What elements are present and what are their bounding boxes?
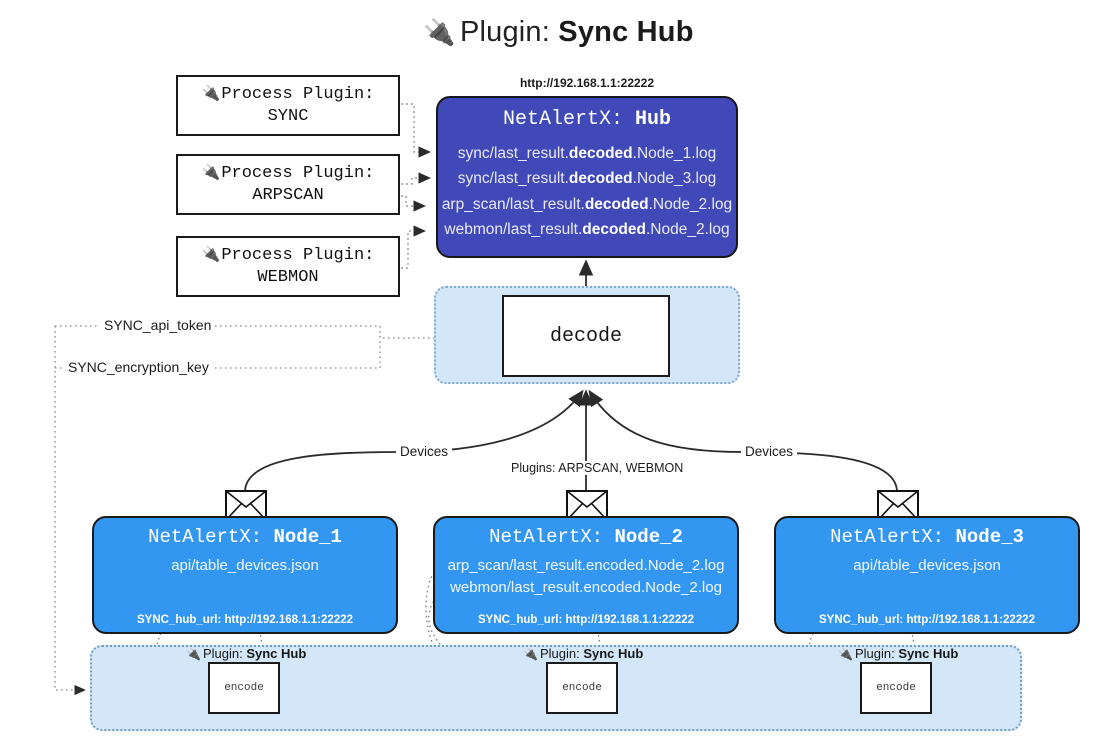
plugin-label-node-1: 🔌Plugin: Sync Hub [186, 646, 306, 661]
hub-log-line: arp_scan/last_result.decoded.Node_2.log [441, 195, 733, 213]
process-plugin-name: SYNC [267, 106, 309, 126]
encode-box-node-2[interactable]: encode [546, 662, 618, 714]
hub-log-line: sync/last_result.decoded.Node_1.log [457, 145, 717, 162]
node-title: NetAlertX: Node_1 [148, 526, 342, 548]
node-artifact-line: api/table_devices.json [853, 557, 1001, 574]
electric-plug-icon: 🔌 [423, 17, 456, 47]
process-plugin-name: ARPSCAN [252, 185, 324, 205]
node-title-prefix: NetAlertX: [489, 526, 604, 548]
node-box-node-3[interactable]: NetAlertX: Node_3 api/table_devices.json… [774, 516, 1080, 634]
plugin-label-name: Sync Hub [583, 646, 644, 661]
node-hub-url: SYNC_hub_url: http://192.168.1.1:22222 [136, 614, 354, 626]
electric-plug-icon: 🔌 [201, 164, 221, 182]
electric-plug-icon: 🔌 [201, 246, 221, 264]
hub-url-label: http://192.168.1.1:22222 [519, 76, 655, 90]
decode-box[interactable]: decode [502, 295, 670, 377]
electric-plug-icon: 🔌 [523, 647, 538, 661]
plugin-label-node-2: 🔌Plugin: Sync Hub [523, 646, 643, 661]
node-title: NetAlertX: Node_2 [489, 526, 683, 548]
process-plugin-label: Process Plugin: [221, 246, 375, 266]
plugin-label-name: Sync Hub [246, 646, 307, 661]
process-plugin-label: Process Plugin: [221, 85, 375, 105]
hub-title-prefix: NetAlertX: [502, 108, 623, 131]
devices-label-right: Devices [741, 444, 798, 459]
sync-encryption-key-label: SYNC_encryption_key [64, 359, 213, 375]
plugin-label-prefix: Plugin: [854, 646, 895, 661]
envelope-icon [566, 490, 608, 521]
page-title-prefix: Plugin: [459, 16, 551, 48]
node-box-node-1[interactable]: NetAlertX: Node_1 api/table_devices.json… [92, 516, 398, 634]
electric-plug-icon: 🔌 [186, 647, 201, 661]
hub-title-name: Hub [635, 108, 672, 131]
sync-api-token-label: SYNC_api_token [100, 317, 216, 333]
hub-node-box[interactable]: NetAlertX: Hub sync/last_result.decoded.… [436, 96, 738, 258]
electric-plug-icon: 🔌 [201, 85, 221, 103]
page-title: 🔌Plugin: Sync Hub [0, 16, 1117, 49]
plugin-label-prefix: Plugin: [539, 646, 580, 661]
node-title-prefix: NetAlertX: [148, 526, 263, 548]
node-hub-url: SYNC_hub_url: http://192.168.1.1:22222 [818, 614, 1036, 626]
plugin-label-node-3: 🔌Plugin: Sync Hub [838, 646, 958, 661]
node-title-name: Node_1 [273, 526, 342, 548]
plugin-label-prefix: Plugin: [202, 646, 243, 661]
process-plugin-box-webmon[interactable]: 🔌Process Plugin: WEBMON [176, 236, 400, 297]
node-box-node-2[interactable]: NetAlertX: Node_2 arp_scan/last_result.e… [433, 516, 739, 634]
node-title: NetAlertX: Node_3 [830, 526, 1024, 548]
process-plugin-box-arpscan[interactable]: 🔌Process Plugin: ARPSCAN [176, 154, 400, 215]
page-title-name: Sync Hub [558, 16, 694, 48]
hub-log-line: sync/last_result.decoded.Node_3.log [457, 170, 717, 188]
encode-box-node-3[interactable]: encode [860, 662, 932, 714]
process-plugin-name: WEBMON [257, 267, 319, 287]
process-plugin-box-sync[interactable]: 🔌Process Plugin: SYNC [176, 75, 400, 136]
node-hub-url: SYNC_hub_url: http://192.168.1.1:22222 [477, 614, 695, 626]
plugins-label-center: Plugins: ARPSCAN, WEBMON [507, 461, 688, 475]
devices-label-left: Devices [396, 444, 453, 459]
hub-log-line: webmon/last_result.decoded.Node_2.log [444, 220, 730, 238]
electric-plug-icon: 🔌 [838, 647, 853, 661]
envelope-icon [877, 490, 919, 521]
node-title-name: Node_3 [955, 526, 1024, 548]
node-artifact-line: api/table_devices.json [171, 557, 319, 574]
plugin-label-name: Sync Hub [898, 646, 959, 661]
process-plugin-label: Process Plugin: [221, 164, 375, 184]
node-title-name: Node_2 [614, 526, 683, 548]
node-artifact-line: webmon/last_result.encoded.Node_2.log [450, 579, 722, 596]
node-title-prefix: NetAlertX: [830, 526, 945, 548]
encode-box-node-1[interactable]: encode [208, 662, 280, 714]
node-artifact-line: arp_scan/last_result.encoded.Node_2.log [447, 557, 725, 574]
hub-title: NetAlertX: Hub [503, 108, 671, 131]
